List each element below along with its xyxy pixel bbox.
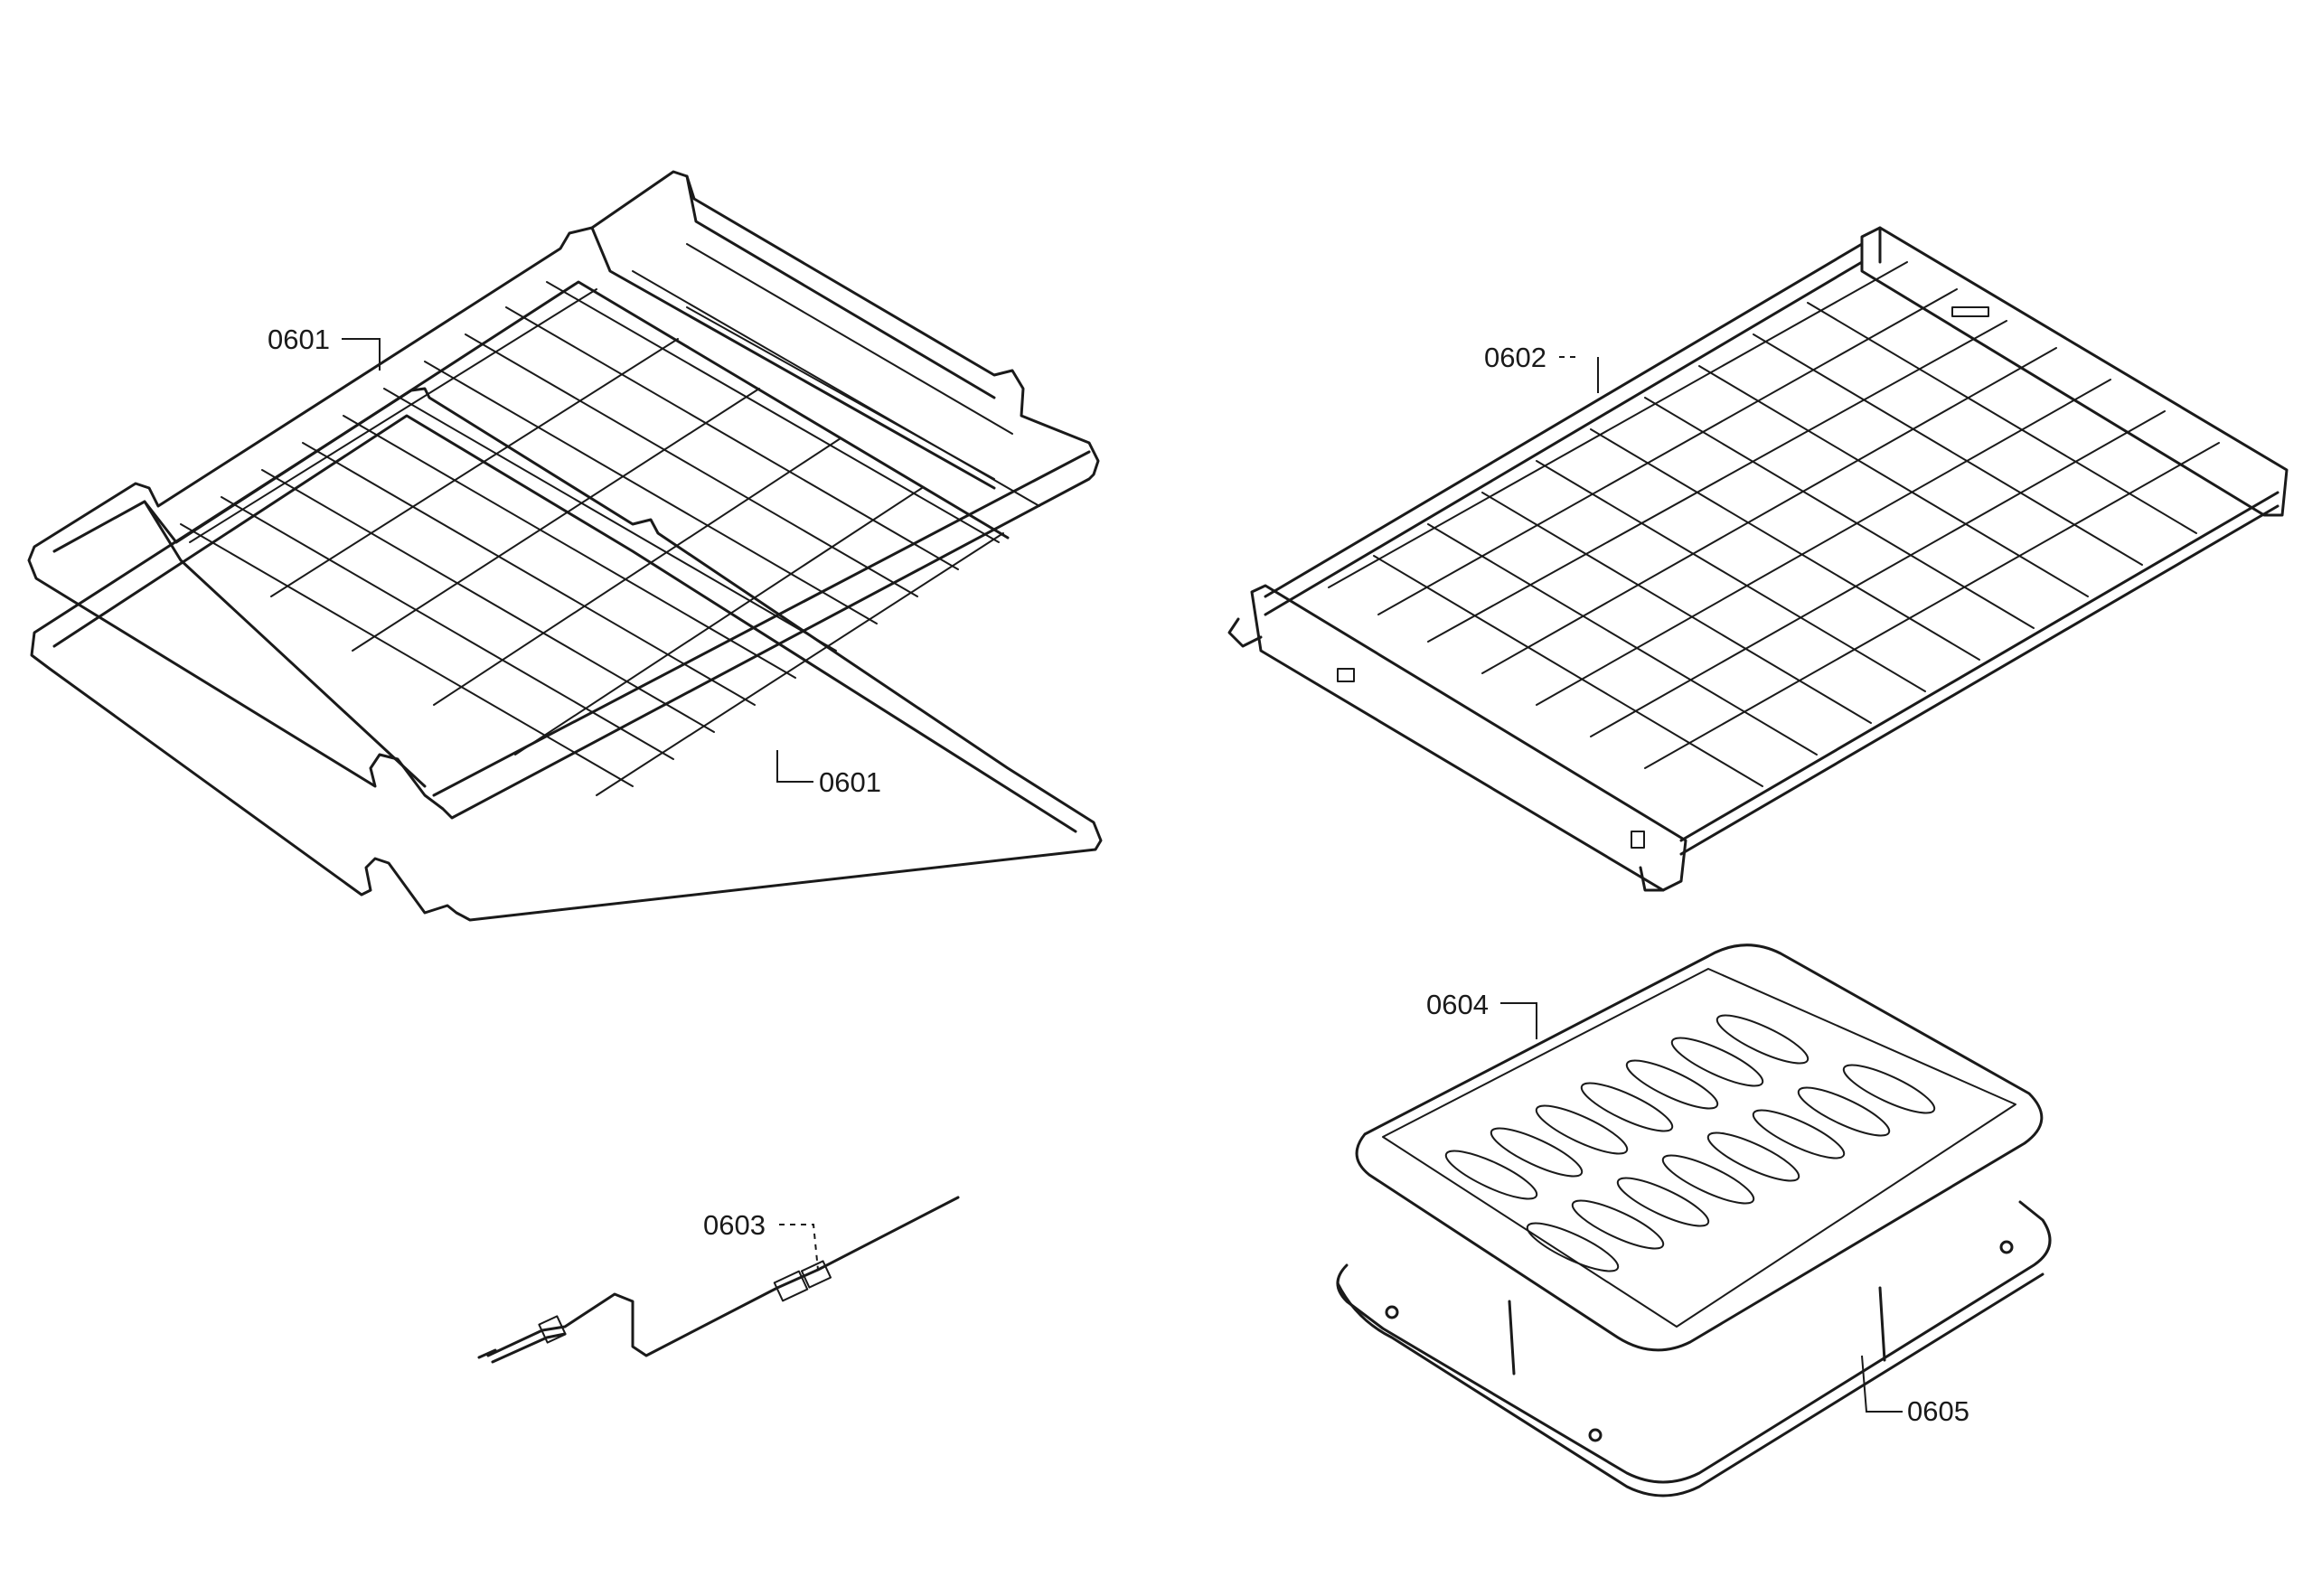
leader-0604 <box>1500 1002 1537 1039</box>
meat-probe-icon <box>477 1196 960 1364</box>
telescopic-rack-icon <box>1227 226 2289 892</box>
leader-lines <box>342 338 1903 1413</box>
callout-0605: 0605 <box>1907 1395 1969 1427</box>
upper-wire-rack-icon <box>27 170 1100 820</box>
broil-pan-grid-icon <box>1355 944 2044 1352</box>
leader-0603 <box>779 1224 819 1271</box>
lower-wire-rack-icon <box>30 387 1103 922</box>
callout-0604: 0604 <box>1426 989 1489 1020</box>
broil-pan-icon <box>1336 1200 2052 1497</box>
leader-0601b <box>776 750 813 783</box>
callout-0602: 0602 <box>1484 342 1546 373</box>
oven-wire-rack-icon <box>27 170 1103 922</box>
leader-0605 <box>1861 1355 1903 1413</box>
leader-0601a <box>342 338 381 371</box>
callout-0603: 0603 <box>703 1209 766 1241</box>
callout-0601-lower: 0601 <box>819 766 881 798</box>
callout-0601-upper: 0601 <box>268 324 330 355</box>
